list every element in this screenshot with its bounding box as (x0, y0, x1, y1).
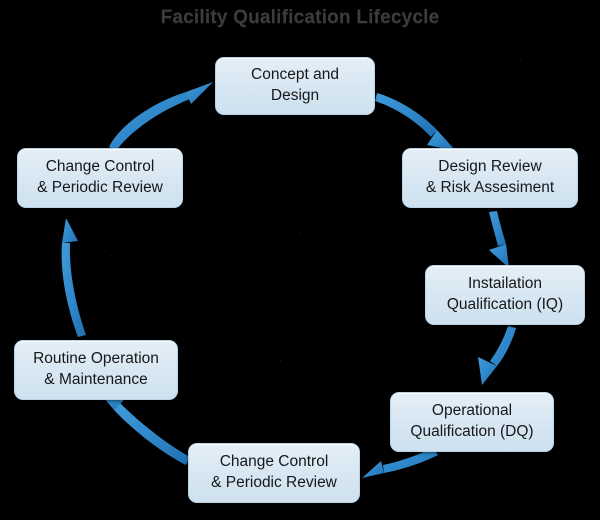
node-label-line1: Operational (431, 402, 513, 420)
node-concept-and-design[interactable]: Concept and Design (215, 57, 375, 115)
node-label-line1: Change Control (219, 453, 329, 471)
arrow-oq-to-change-control-bottom (362, 448, 438, 478)
node-label-line1: Routine Operation (33, 350, 159, 368)
arrow-routine-operation-to-change-control-top (61, 218, 86, 337)
page-title: Facility Qualification Lifecycle (160, 7, 440, 28)
arrow-concept-to-design-review (375, 93, 456, 151)
arrow-design-review-to-iq (489, 211, 509, 268)
node-routine-operation-maintenance[interactable]: Routine Operation & Maintenance (14, 340, 178, 400)
node-operational-qualification-dq[interactable]: Operational Qualification (DQ) (390, 392, 554, 452)
node-label-line2: & Maintenance (44, 371, 148, 388)
node-change-control-periodic-review-top[interactable]: Change Control & Periodic Review (17, 148, 183, 208)
arrow-change-control-top-to-concept (109, 82, 213, 151)
noise-speck (110, 255, 111, 256)
node-label-line2: Design (270, 87, 320, 104)
node-label-line2: Qualification (IQ) (446, 296, 564, 313)
node-instailation-qualification-iq[interactable]: Instailation Qualification (IQ) (425, 265, 585, 325)
noise-speck (300, 232, 301, 233)
node-label-line1: Instailation (467, 275, 543, 293)
noise-speck (470, 490, 471, 491)
node-change-control-periodic-review-bottom[interactable]: Change Control & Periodic Review (188, 443, 360, 503)
node-label-line1: Design Review (438, 158, 542, 176)
arrow-change-control-bottom-to-routine-operation (99, 392, 190, 465)
node-label-line2: & Periodic Review (37, 179, 163, 196)
arrow-iq-to-oq (478, 326, 516, 385)
node-label-line2: & Risk Assesiment (425, 179, 555, 196)
noise-speck (280, 360, 281, 361)
node-label-line2: & Periodic Review (211, 474, 337, 491)
node-label-line2: Qualification (DQ) (410, 423, 534, 440)
node-label-line1: Change Control (45, 158, 155, 176)
noise-speck (520, 60, 521, 61)
node-label-line1: Concept and (251, 66, 339, 84)
node-design-review-risk-assesiment[interactable]: Design Review & Risk Assesiment (402, 148, 578, 208)
